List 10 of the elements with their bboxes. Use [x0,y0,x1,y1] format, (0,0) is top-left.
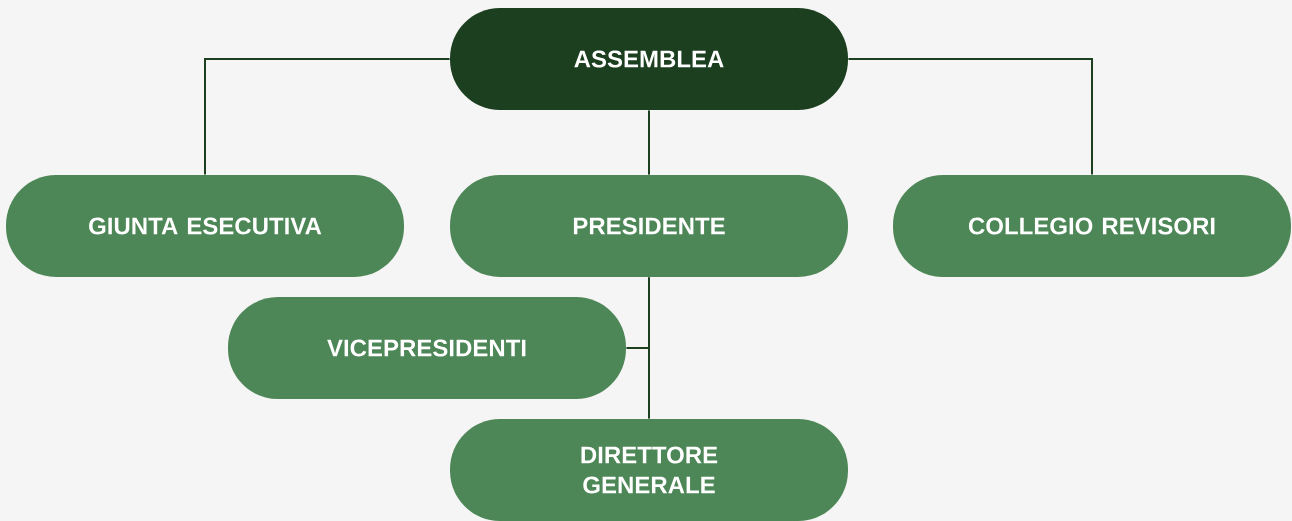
rounded-box: COLLEGIO REVISORI [893,175,1291,277]
rounded-box: DIRETTORE GENERALE [450,419,848,521]
connector-line [204,58,451,176]
connector-line [847,58,1093,176]
rounded-box: PRESIDENTE [450,175,848,277]
connector-line [648,276,650,420]
rounded-box: GIUNTA ESECUTIVA [6,175,404,277]
rounded-box: ASSEMBLEA [450,8,848,110]
rounded-box: VICEPRESIDENTI [228,297,626,399]
connector-line [648,109,650,176]
